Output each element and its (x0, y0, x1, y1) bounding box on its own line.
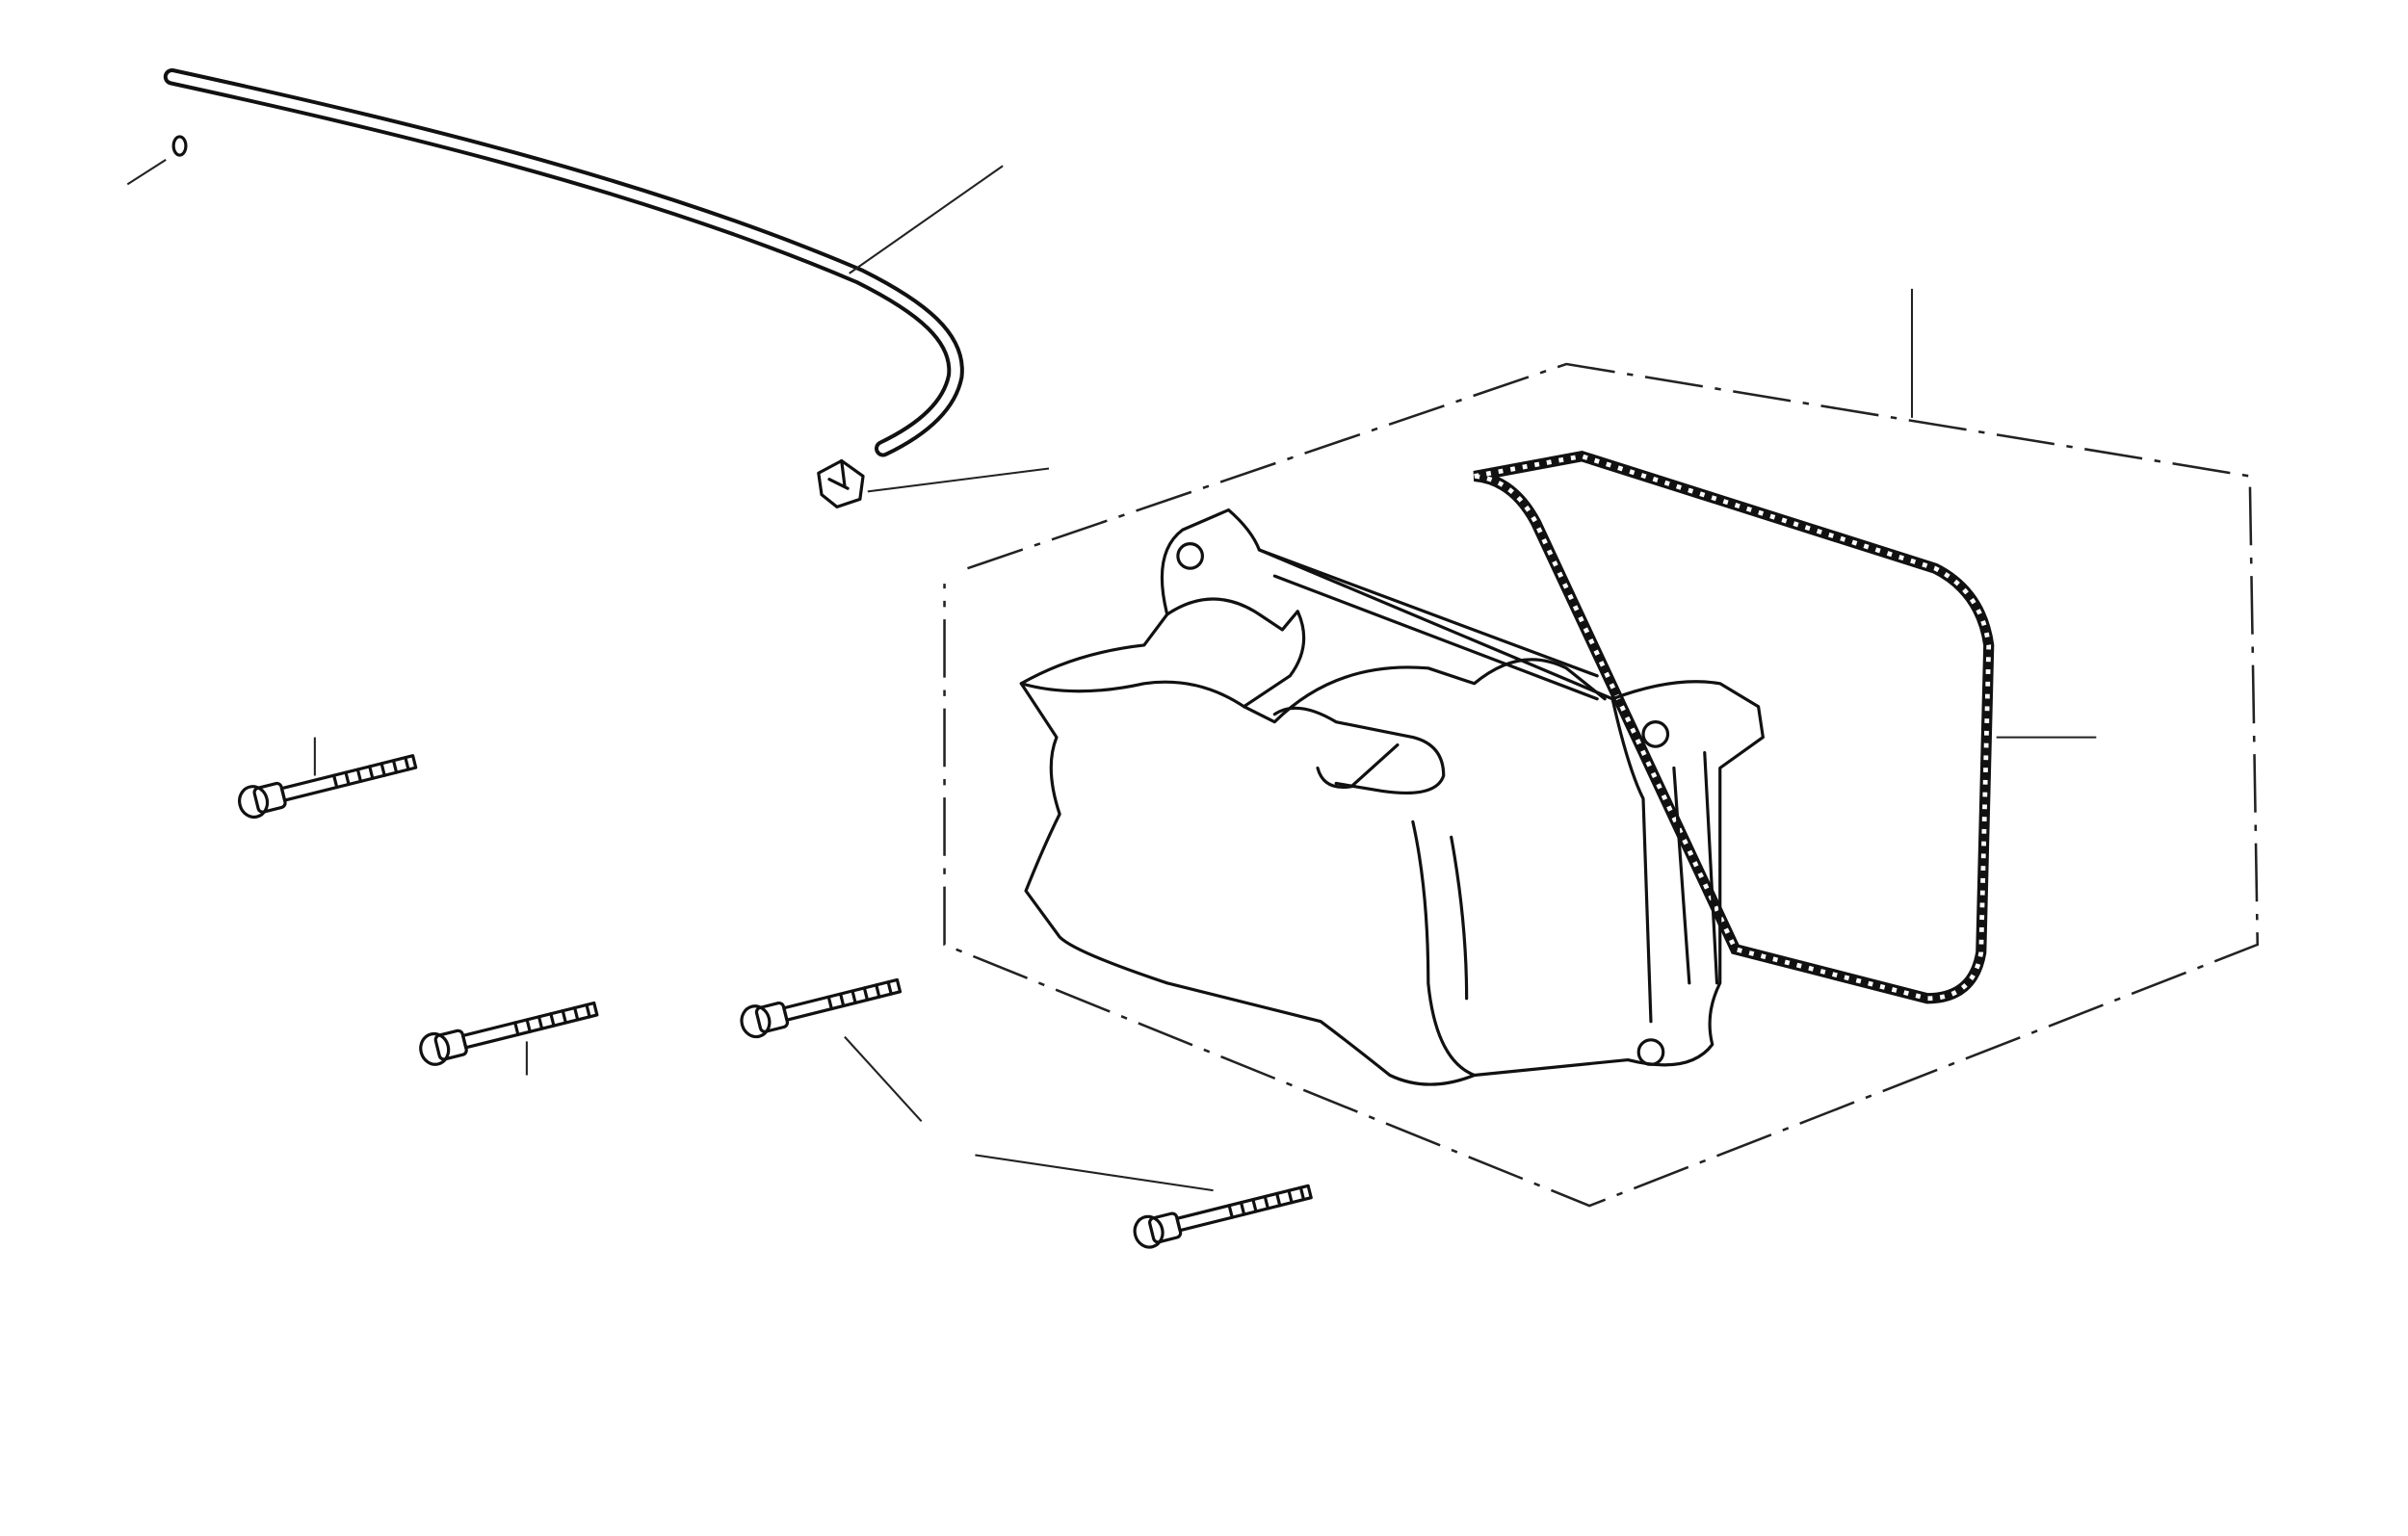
leader-line-clip (867, 467, 1050, 493)
hose-clip-icon (817, 458, 865, 508)
bolt-icon (1133, 1184, 1313, 1249)
o-ring-icon (171, 135, 188, 157)
bolt-icon (419, 1001, 599, 1066)
cylinder-head-cover-icon (1019, 508, 1765, 1086)
leader-line-bolt-4 (975, 1154, 1214, 1192)
bolt-icon (740, 977, 903, 1039)
bolt-icon (238, 754, 418, 820)
leader-line-o-ring (126, 159, 167, 186)
leader-line-hose (849, 165, 1004, 274)
breather-hose (163, 67, 964, 457)
leader-line-bolt-3 (844, 1035, 923, 1123)
gasket-icon (1473, 450, 1995, 1004)
assembly-boundary (943, 362, 2260, 1208)
